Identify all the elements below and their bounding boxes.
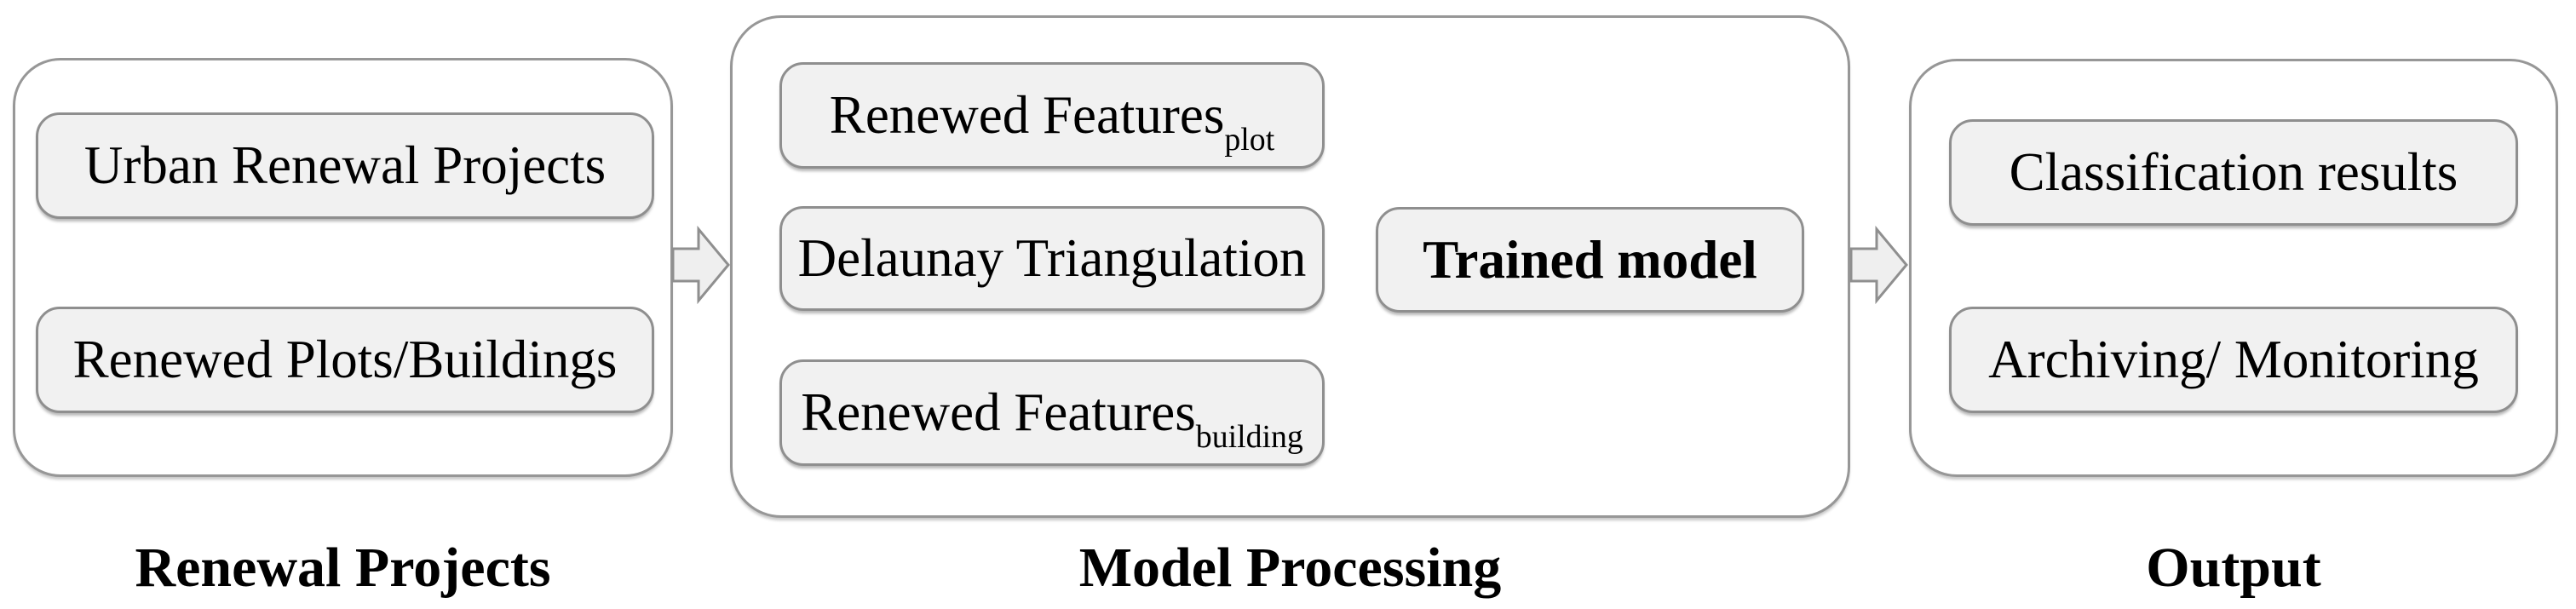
group-label-output: Output [2146, 537, 2321, 599]
node-trained-model: Trained model [1376, 207, 1804, 313]
node-renewed-plots-buildings: Renewed Plots/Buildings [36, 307, 654, 413]
node-label-subscript: building [1195, 418, 1303, 455]
group-label-renewal-projects: Renewal Projects [135, 537, 551, 599]
node-label: Renewed Featuresbuilding [801, 382, 1303, 455]
node-label: Urban Renewal Projects [83, 135, 607, 195]
block-arrow-right-icon [671, 225, 730, 305]
node-label-subscript: plot [1224, 121, 1275, 158]
group-label-model-processing: Model Processing [1078, 537, 1502, 599]
node-classification-results: Classification results [1949, 119, 2518, 226]
node-delaunay-triangulation: Delaunay Triangulation [779, 206, 1325, 311]
node-label: Delaunay Triangulation [797, 228, 1307, 288]
node-urban-renewal-projects: Urban Renewal Projects [36, 112, 654, 219]
node-label: Archiving/ Monitoring [1988, 330, 2479, 389]
node-label: Trained model [1423, 229, 1757, 290]
node-archiving-monitoring: Archiving/ Monitoring [1949, 307, 2518, 413]
node-renewed-features-plot: Renewed Featuresplot [779, 62, 1325, 169]
node-label: Classification results [2009, 142, 2458, 202]
node-label: Renewed Plots/Buildings [72, 330, 618, 389]
block-arrow-right-icon [1849, 225, 1908, 305]
node-label: Renewed Featuresplot [829, 85, 1275, 158]
node-renewed-features-building: Renewed Featuresbuilding [779, 359, 1325, 466]
